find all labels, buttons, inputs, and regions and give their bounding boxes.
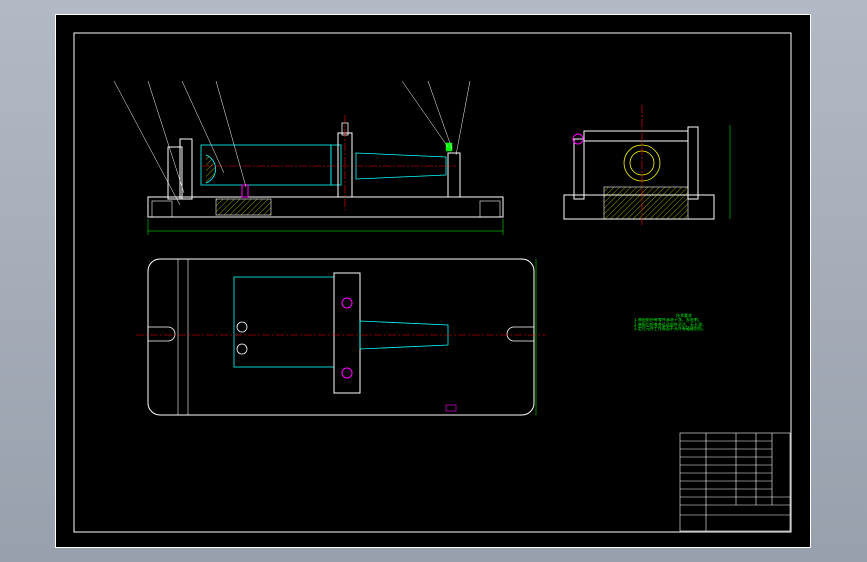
front-leaders (113, 80, 471, 206)
side-pin (572, 133, 584, 145)
workpiece-bore (205, 154, 217, 184)
support-block (215, 198, 272, 216)
side-block (603, 186, 689, 220)
drawing-sheet: 技术要求 1.装配前所有零件清洗干净，去毛刺； 2.装配后检查各运动部件灵活，无… (55, 14, 811, 548)
workpiece-taper (355, 152, 447, 180)
slot-left (148, 326, 176, 342)
top-base-plate (147, 258, 535, 416)
side-left-post (573, 138, 585, 200)
right-marker (445, 142, 453, 152)
base-plate (147, 196, 504, 218)
side-view (563, 105, 731, 225)
cad-drawing (73, 32, 792, 533)
base-foot-right (479, 200, 501, 218)
requirement-line: 2.装配后检查各运动部件灵活，无卡滞； (634, 321, 706, 327)
top-bolt-2 (341, 367, 353, 379)
title-block (679, 432, 791, 532)
top-workpiece (233, 276, 335, 368)
title-block-frame (679, 432, 791, 532)
slot-right (506, 326, 534, 342)
base-foot-left (151, 200, 173, 218)
top-taper (359, 320, 449, 350)
top-view (136, 258, 546, 416)
side-right-post (687, 126, 699, 200)
clamp-plate (179, 138, 193, 200)
locating-pin (241, 184, 249, 198)
technical-requirements-text: 1.装配前所有零件清洗干净，去毛刺； 2.装配后检查各运动部件灵活，无卡滞； 3… (634, 318, 744, 332)
right-support (447, 152, 461, 198)
requirement-line: 1.装配前所有零件清洗干净，去毛刺； (634, 318, 702, 322)
requirement-line: 3.定位元件工作表面不允许有磕碰划伤。 (634, 326, 706, 331)
inner-frame (73, 32, 792, 533)
side-top-bar (583, 130, 689, 142)
top-bolt-1 (341, 297, 353, 309)
top-clamp-bar (333, 272, 361, 394)
front-view (113, 80, 504, 235)
technical-requirements-title: 技术要求 (676, 313, 692, 318)
left-upright (167, 146, 183, 200)
workpiece-flange (330, 144, 342, 186)
